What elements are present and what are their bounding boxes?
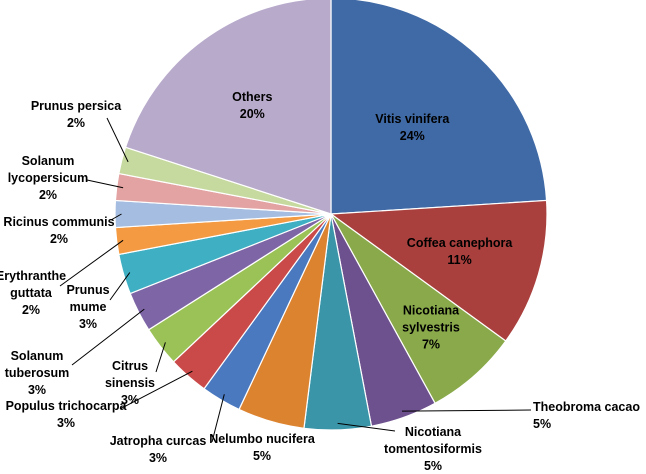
leader-lines — [59, 117, 532, 443]
leader-line-nicotiana-tomentosiformis — [337, 422, 396, 432]
pie-slice-vitis-vinifera — [330, 0, 548, 215]
leader-line-citrus-sinensis — [155, 342, 166, 373]
leader-line-ricinus-communis — [110, 213, 122, 221]
pie-slices — [114, 0, 548, 431]
leader-line-populus-trichocarpa — [119, 370, 193, 410]
leader-line-prunus-mume — [109, 272, 131, 301]
leader-line-prunus-persica — [106, 117, 129, 163]
leader-line-jatropha-curcas — [211, 394, 225, 443]
leader-line-solanum-lycopersicum — [86, 179, 124, 189]
leader-line-erythranthe-guttata — [59, 239, 124, 287]
pie-slice-coffea-canephora — [329, 199, 548, 342]
leader-line-solanum-tuberosum — [71, 308, 145, 366]
leader-line-theobroma-cacao — [401, 409, 532, 412]
pie-slice-others — [124, 0, 332, 215]
